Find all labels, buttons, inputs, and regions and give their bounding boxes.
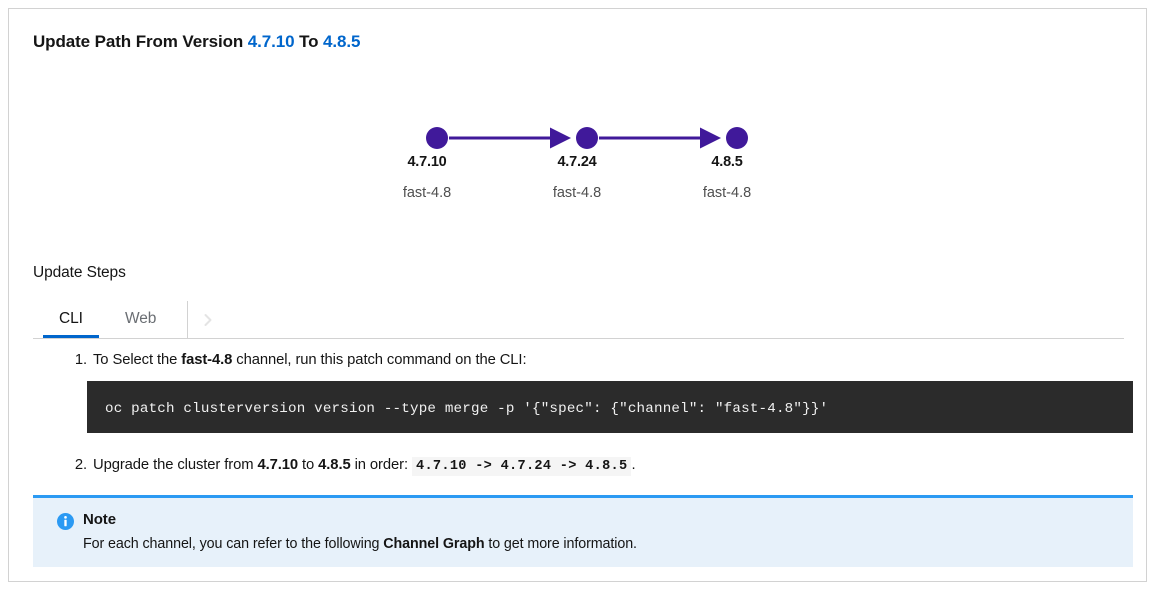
- update-path-graph: 4.7.10 fast-4.8 4.7.24 fast-4.8 4.8.5 fa…: [9, 113, 1148, 223]
- graph-node-label-0: 4.7.10 fast-4.8: [357, 153, 497, 202]
- tab-scroll-right-button[interactable]: [187, 301, 229, 338]
- graph-node-channel-2: fast-4.8: [702, 185, 752, 201]
- graph-node-labels: 4.7.10 fast-4.8 4.7.24 fast-4.8 4.8.5 fa…: [403, 153, 767, 223]
- note-body-link: Channel Graph: [383, 536, 485, 552]
- graph-node-version-2: 4.8.5: [711, 154, 743, 170]
- update-steps-tabs: CLI Web: [33, 301, 1124, 339]
- step-2-text-before: Upgrade the cluster from: [93, 457, 258, 473]
- step-2-text-order: in order:: [350, 457, 412, 473]
- step-2-text: Upgrade the cluster from 4.7.10 to 4.8.5…: [93, 457, 636, 476]
- note-alert: Note For each channel, you can refer to …: [33, 495, 1133, 567]
- graph-node-version-0: 4.7.10: [407, 154, 447, 170]
- page-title: Update Path From Version 4.7.10 To 4.8.5: [33, 32, 360, 52]
- step-2-text-end: .: [631, 457, 636, 473]
- patch-command-text: oc patch clusterversion version --type m…: [105, 401, 829, 417]
- title-from-version: 4.7.10: [247, 32, 295, 51]
- graph-node-channel-0: fast-4.8: [402, 185, 452, 201]
- title-to-word: To: [299, 32, 319, 51]
- step-2-to-version: 4.8.5: [318, 457, 351, 473]
- step-1-text-before: To Select the: [93, 352, 182, 368]
- note-title: Note: [83, 511, 116, 528]
- step-2-order-code: 4.7.10 -> 4.7.24 -> 4.8.5: [412, 457, 632, 476]
- step-1-channel: fast-4.8: [181, 352, 233, 368]
- patch-command-code-block[interactable]: oc patch clusterversion version --type m…: [87, 381, 1133, 433]
- chevron-right-icon: [204, 314, 212, 326]
- update-steps-list: 1. To Select the fast-4.8 channel, run t…: [33, 349, 1133, 476]
- graph-node-channel-1: fast-4.8: [552, 185, 602, 201]
- note-body: For each channel, you can refer to the f…: [83, 536, 637, 552]
- step-2-text-middle: to: [298, 457, 319, 473]
- graph-node-2[interactable]: [726, 127, 748, 149]
- graph-node-label-1: 4.7.24 fast-4.8: [507, 153, 647, 202]
- update-path-card: Update Path From Version 4.7.10 To 4.8.5…: [8, 8, 1147, 582]
- page-title-prefix: Update Path From Version: [33, 32, 244, 51]
- step-2: 2. Upgrade the cluster from 4.7.10 to 4.…: [33, 454, 1133, 478]
- step-1-text-after: channel, run this patch command on the C…: [232, 352, 527, 368]
- graph-node-version-1: 4.7.24: [557, 154, 597, 170]
- title-to-version: 4.8.5: [323, 32, 361, 51]
- graph-node-1[interactable]: [576, 127, 598, 149]
- graph-node-0[interactable]: [426, 127, 448, 149]
- step-2-from-version: 4.7.10: [257, 457, 298, 473]
- note-body-after: to get more information.: [484, 536, 637, 552]
- note-body-before: For each channel, you can refer to the f…: [83, 536, 384, 552]
- step-1: 1. To Select the fast-4.8 channel, run t…: [33, 349, 1133, 433]
- tab-cli[interactable]: CLI: [43, 301, 99, 338]
- update-steps-heading: Update Steps: [33, 264, 126, 281]
- step-2-number: 2.: [74, 457, 87, 473]
- tab-web[interactable]: Web: [125, 310, 157, 327]
- step-1-number: 1.: [74, 352, 87, 368]
- graph-node-label-2: 4.8.5 fast-4.8: [657, 153, 797, 202]
- update-path-graph-svg: [426, 127, 748, 149]
- info-circle-icon: [57, 513, 74, 530]
- step-1-text: To Select the fast-4.8 channel, run this…: [93, 352, 527, 368]
